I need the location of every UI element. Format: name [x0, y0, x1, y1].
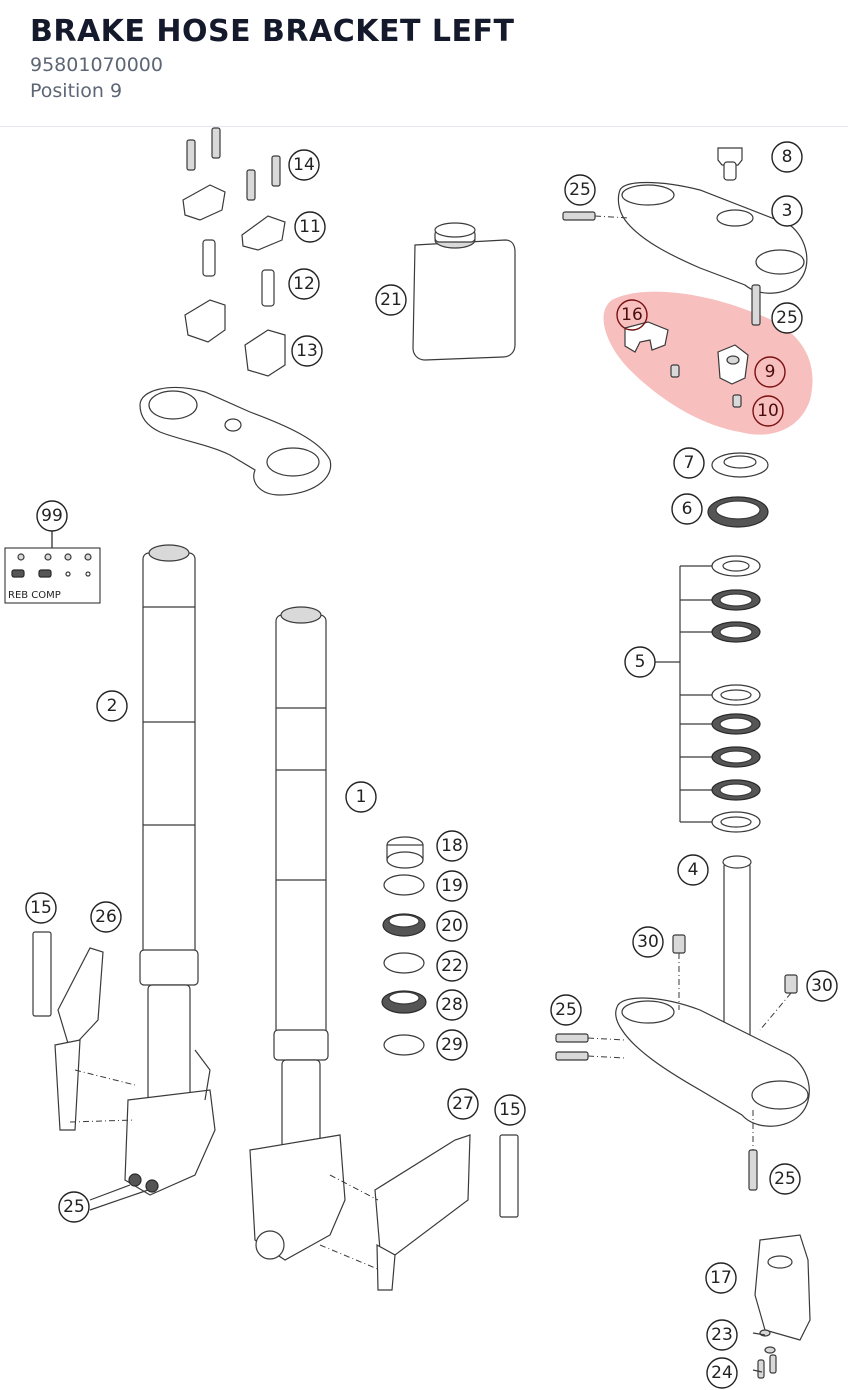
page-header: BRAKE HOSE BRACKET LEFT 95801070000 Posi…	[0, 0, 848, 127]
fork-leg-right	[249, 606, 346, 1261]
svg-text:14: 14	[293, 155, 315, 175]
rebound-comp-label: REB COMP	[8, 590, 61, 601]
svg-text:25: 25	[774, 1169, 796, 1189]
callout-28[interactable]: 28	[436, 989, 468, 1021]
callout-24[interactable]: 24	[706, 1357, 738, 1389]
callout-99[interactable]: 99	[36, 500, 68, 532]
svg-text:26: 26	[95, 907, 117, 927]
lower-triple-clamp-stem	[555, 855, 810, 1191]
callout-10[interactable]: 10	[752, 395, 784, 427]
callout-15[interactable]: 15	[25, 892, 57, 924]
callout-9[interactable]: 9	[754, 356, 786, 388]
svg-text:29: 29	[441, 1035, 463, 1055]
callout-29[interactable]: 29	[436, 1029, 468, 1061]
callout-18[interactable]: 18	[436, 830, 468, 862]
callout-6[interactable]: 6	[671, 493, 703, 525]
svg-text:21: 21	[380, 290, 402, 310]
steering-bearing-stack	[655, 555, 761, 833]
exploded-parts-diagram: REB COMP	[4, 127, 838, 1389]
callout-16[interactable]: 16	[616, 299, 648, 331]
svg-text:1: 1	[356, 787, 367, 807]
svg-text:30: 30	[637, 932, 659, 952]
callout-25[interactable]: 25	[564, 174, 596, 206]
bearing-rings-top	[707, 452, 769, 528]
svg-text:13: 13	[296, 341, 318, 361]
callout-12[interactable]: 12	[288, 268, 320, 300]
callout-3[interactable]: 3	[771, 195, 803, 227]
callout-layer: 14 11 12 13 21 25 8 3 25 16 9 10 7 6 99 …	[25, 141, 838, 1389]
callout-11[interactable]: 11	[294, 211, 326, 243]
svg-text:15: 15	[30, 898, 52, 918]
callout-15[interactable]: 15	[494, 1094, 526, 1126]
callout-25[interactable]: 25	[771, 302, 803, 334]
handlebar-clamp-group	[182, 127, 286, 377]
callout-7[interactable]: 7	[673, 447, 705, 479]
svg-text:99: 99	[41, 506, 63, 526]
fork-leg-left	[124, 544, 216, 1196]
upper-triple-clamp	[562, 147, 808, 326]
upper-triple-clamp-left	[139, 386, 332, 496]
svg-text:15: 15	[499, 1100, 521, 1120]
svg-text:6: 6	[682, 499, 693, 519]
callout-23[interactable]: 23	[706, 1319, 738, 1351]
callout-14[interactable]: 14	[288, 149, 320, 181]
svg-text:30: 30	[811, 976, 833, 996]
callout-19[interactable]: 19	[436, 870, 468, 902]
svg-text:22: 22	[441, 956, 463, 976]
svg-text:10: 10	[757, 401, 779, 421]
callout-26[interactable]: 26	[90, 901, 122, 933]
callout-17[interactable]: 17	[705, 1262, 737, 1294]
svg-text:8: 8	[782, 147, 793, 167]
svg-text:12: 12	[293, 274, 315, 294]
svg-text:25: 25	[569, 180, 591, 200]
callout-21[interactable]: 21	[375, 284, 407, 316]
page-title: BRAKE HOSE BRACKET LEFT	[30, 14, 515, 49]
callout-2[interactable]: 2	[96, 690, 128, 722]
callout-27[interactable]: 27	[447, 1088, 479, 1120]
part-number: 95801070000	[30, 54, 163, 76]
svg-text:9: 9	[765, 362, 776, 382]
fork-seals-stack	[381, 836, 427, 1056]
svg-text:4: 4	[688, 860, 699, 880]
svg-text:27: 27	[452, 1094, 474, 1114]
svg-text:28: 28	[441, 995, 463, 1015]
svg-text:11: 11	[299, 217, 321, 237]
svg-text:17: 17	[710, 1268, 732, 1288]
svg-text:25: 25	[63, 1197, 85, 1217]
fork-oil-can	[412, 222, 516, 361]
position-label: Position 9	[30, 80, 123, 102]
callout-5[interactable]: 5	[624, 646, 656, 678]
svg-text:5: 5	[635, 652, 646, 672]
svg-text:19: 19	[441, 876, 463, 896]
svg-text:25: 25	[776, 308, 798, 328]
svg-text:7: 7	[684, 453, 695, 473]
svg-text:16: 16	[621, 305, 643, 325]
callout-22[interactable]: 22	[436, 950, 468, 982]
callout-25[interactable]: 25	[58, 1191, 90, 1223]
callout-25[interactable]: 25	[769, 1163, 801, 1195]
svg-text:18: 18	[441, 836, 463, 856]
callout-1[interactable]: 1	[345, 781, 377, 813]
callout-13[interactable]: 13	[291, 335, 323, 367]
damper-kit-box: REB COMP	[4, 530, 101, 604]
callout-25[interactable]: 25	[550, 994, 582, 1026]
callout-20[interactable]: 20	[436, 910, 468, 942]
callout-30[interactable]: 30	[806, 970, 838, 1002]
callout-8[interactable]: 8	[771, 141, 803, 173]
svg-text:23: 23	[711, 1325, 733, 1345]
leader-lines	[51, 530, 766, 1373]
svg-text:25: 25	[555, 1000, 577, 1020]
callout-30[interactable]: 30	[632, 926, 664, 958]
svg-text:2: 2	[107, 696, 118, 716]
fork-guards	[32, 931, 519, 1291]
svg-text:24: 24	[711, 1363, 733, 1383]
svg-text:3: 3	[782, 201, 793, 221]
fork-bridge-parts	[754, 1234, 811, 1379]
svg-text:20: 20	[441, 916, 463, 936]
callout-4[interactable]: 4	[677, 854, 709, 886]
